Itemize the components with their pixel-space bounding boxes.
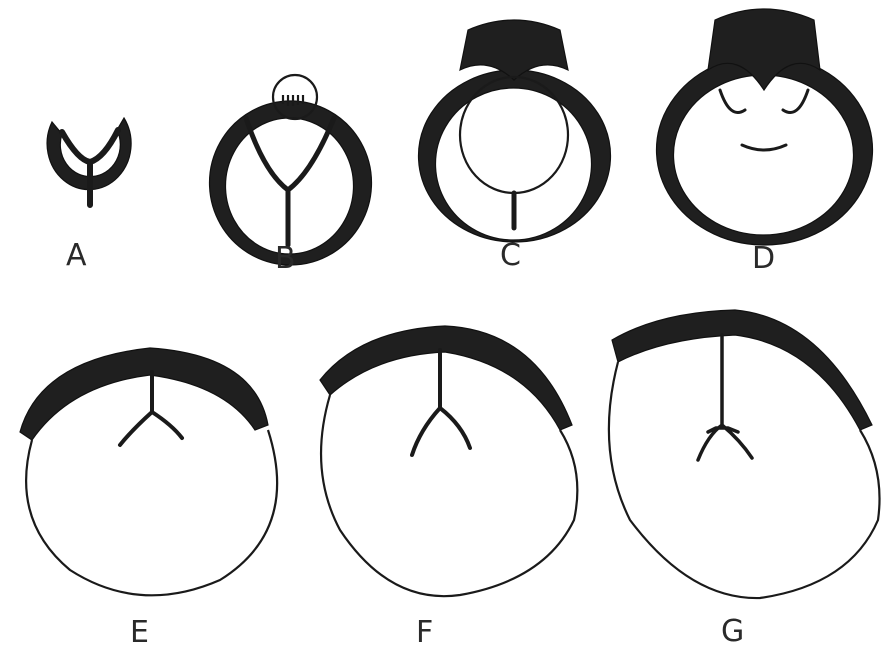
label-b: B (275, 241, 296, 276)
label-g: G (721, 614, 744, 649)
section-b (210, 75, 372, 265)
section-c (419, 20, 611, 242)
section-a-septum (62, 130, 118, 205)
label-a: A (66, 238, 87, 273)
section-f-cavity (321, 395, 577, 596)
section-d (657, 9, 873, 245)
section-b-septum (246, 118, 334, 245)
section-g-wall (612, 310, 872, 430)
section-c-cavity (460, 77, 568, 193)
label-e: E (130, 615, 149, 650)
section-e (20, 348, 277, 595)
label-d: D (752, 241, 775, 276)
section-e-septum (120, 372, 182, 445)
section-g-septum (698, 335, 752, 460)
label-f: F (416, 615, 433, 650)
section-d-cavity-folds (720, 90, 808, 150)
section-f-septum (412, 350, 470, 455)
label-c: C (500, 238, 521, 273)
section-a (47, 118, 131, 205)
section-e-cavity (26, 430, 277, 595)
section-g (609, 310, 880, 598)
section-c-roof (460, 20, 568, 80)
section-f (320, 326, 577, 596)
section-e-wall (20, 348, 268, 440)
